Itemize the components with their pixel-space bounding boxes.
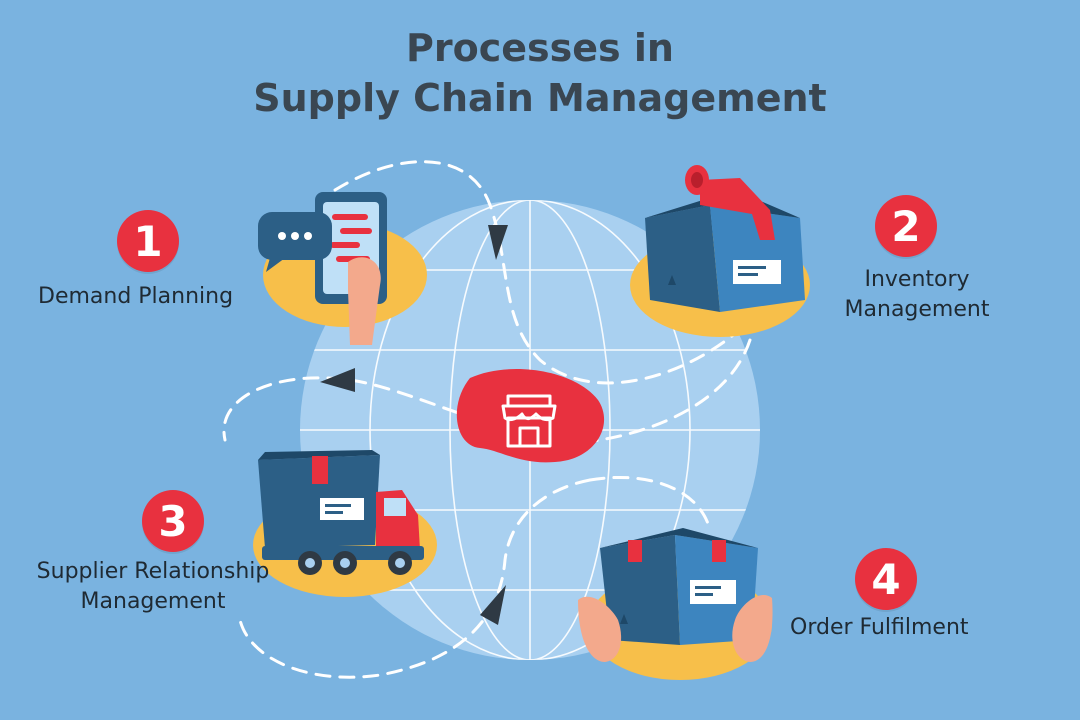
step-label-line: Management [844, 297, 990, 322]
title-line-2: Supply Chain Management [253, 76, 827, 120]
step-label-demand-planning: Demand Planning [38, 284, 234, 309]
step-badge-3: 3 [142, 490, 204, 552]
step-label-line: Inventory [864, 267, 970, 292]
arrow-up-icon [480, 585, 506, 625]
arrow-down-icon [488, 225, 508, 260]
warehouse-box-icon [630, 165, 810, 337]
step-label-inventory-management: Inventory Management [832, 265, 1002, 325]
step-badge-1: 1 [117, 210, 179, 272]
step-label-line: Supplier Relationship [36, 559, 270, 584]
step-label-order-fulfilment: Order Fulfilment [790, 615, 969, 640]
step-label-supplier-relationship-management: Supplier Relationship Management [18, 557, 288, 617]
delivery-truck-icon [253, 450, 437, 597]
step-badge-2: 2 [875, 195, 937, 257]
title-line-1: Processes in [406, 26, 674, 70]
store-icon [456, 369, 605, 463]
step-label-line: Management [80, 589, 226, 614]
arrow-heads [320, 225, 508, 625]
hands-box-icon [578, 528, 773, 680]
smartphone-chat-icon [258, 192, 427, 345]
step-badge-4: 4 [855, 548, 917, 610]
arrow-left-icon [320, 368, 355, 392]
